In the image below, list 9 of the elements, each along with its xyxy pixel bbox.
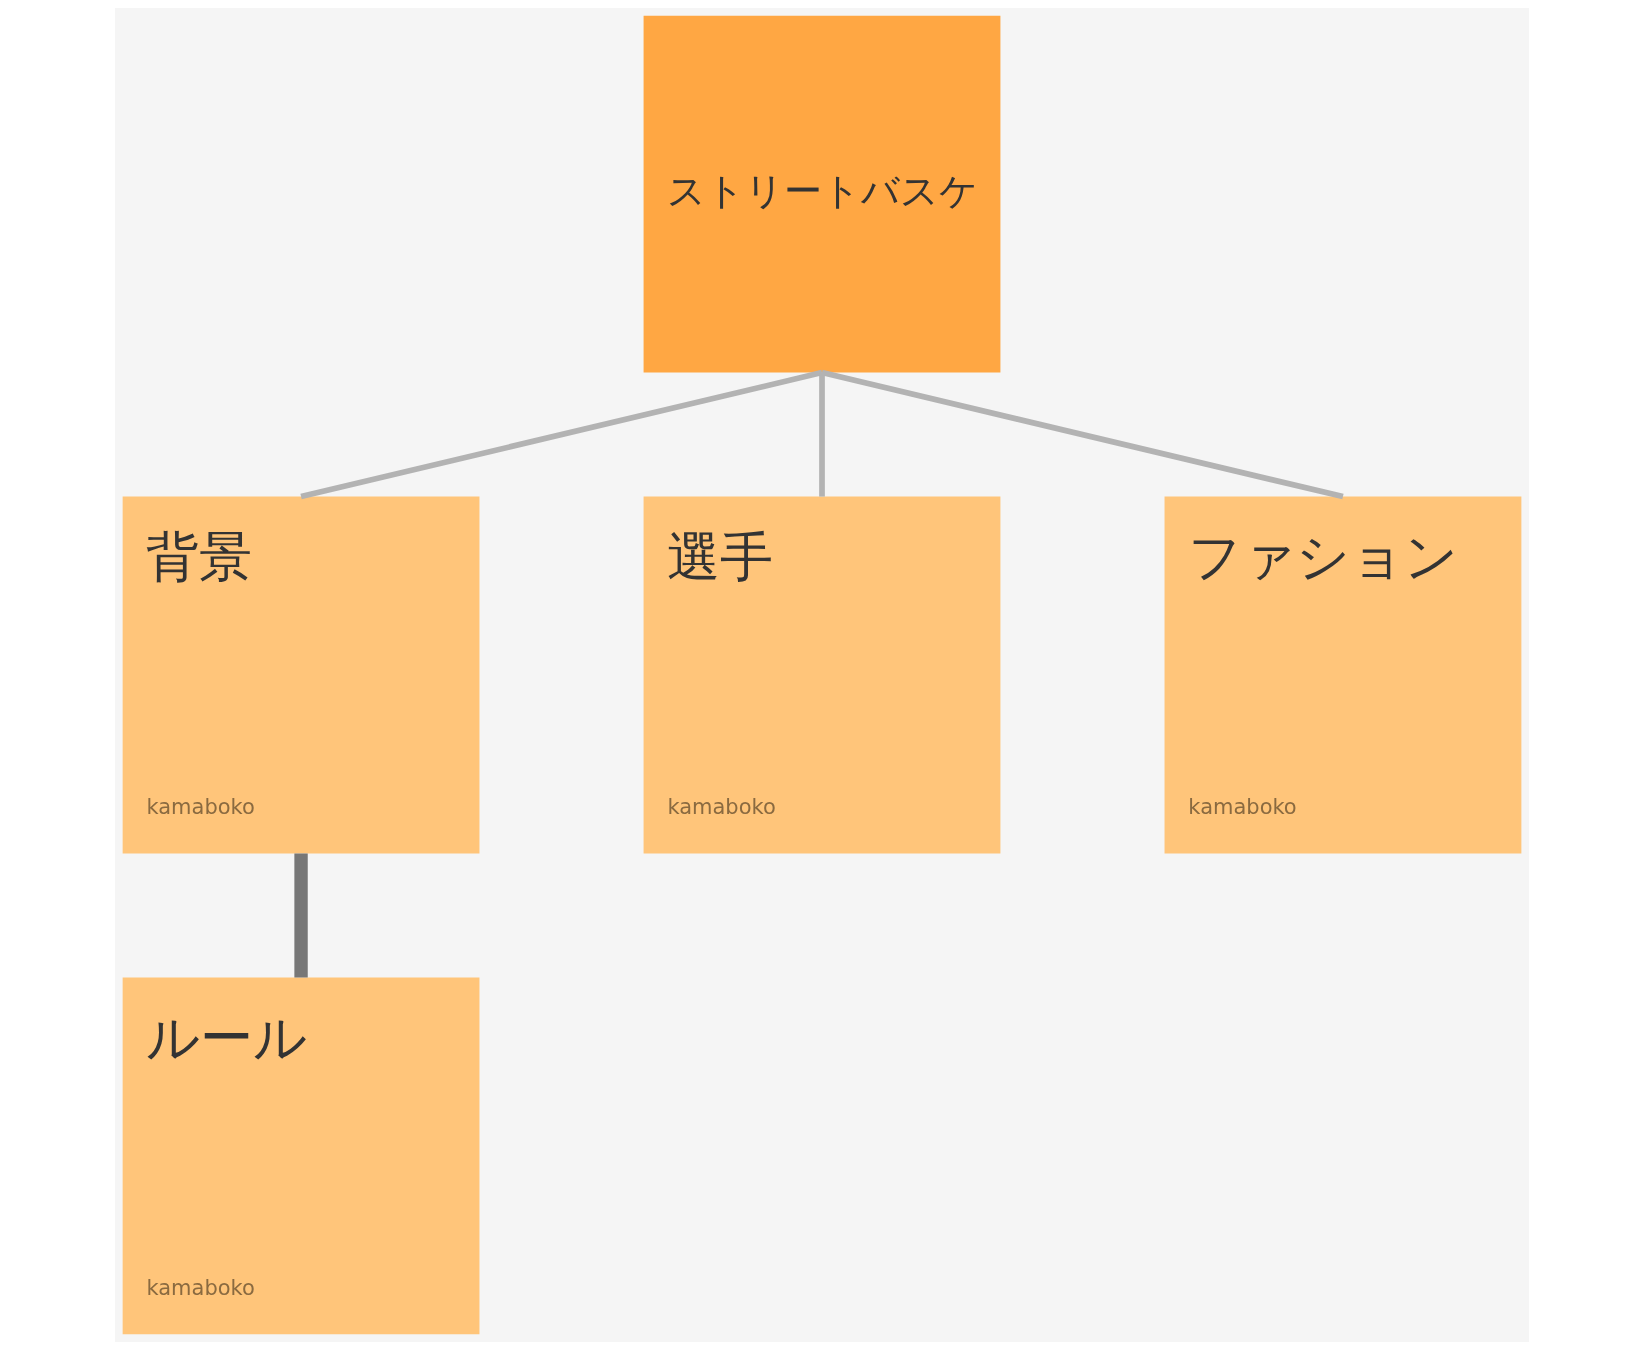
connector xyxy=(821,369,1344,500)
connector xyxy=(300,369,823,500)
node-box: 背景 kamaboko xyxy=(122,496,480,854)
connector xyxy=(819,372,825,497)
node-box: 選手 kamaboko xyxy=(643,496,1001,854)
connector xyxy=(294,853,308,978)
node-box: ルール kamaboko xyxy=(122,977,480,1335)
node-box: ストリートバスケ xyxy=(643,15,1001,373)
node-box: ファション kamaboko xyxy=(1164,496,1522,854)
